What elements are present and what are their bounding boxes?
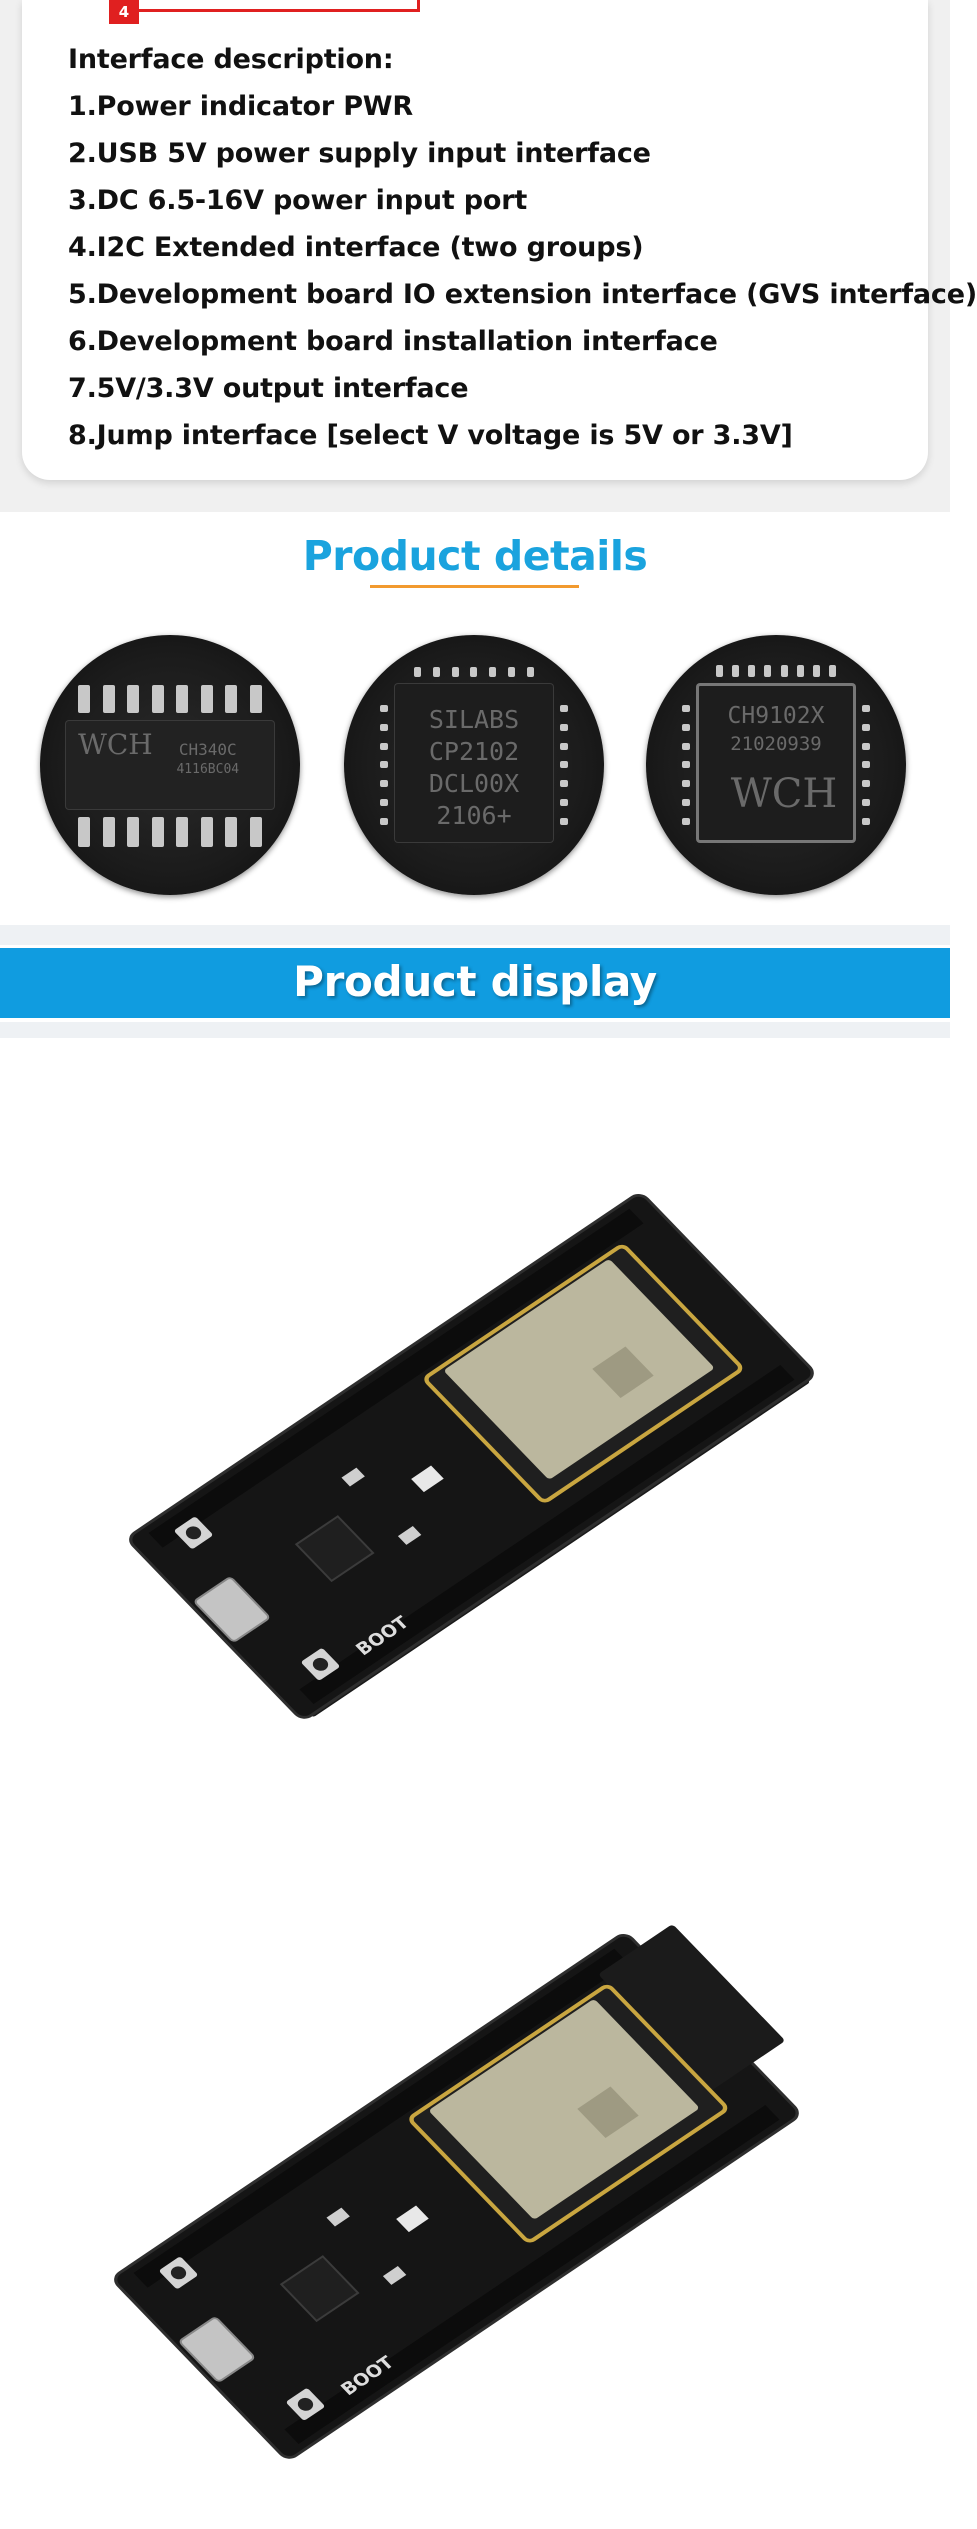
chip-marking-line: DCL00X — [428, 769, 520, 798]
list-item: 2.USB 5V power supply input interface — [68, 138, 651, 169]
section-divider — [0, 1022, 950, 1038]
chip-package: WCH CH340C 4116BC04 — [65, 720, 275, 810]
chip-pins-right — [560, 705, 568, 825]
chip-marking-line: CH9102X — [727, 703, 825, 729]
list-item: 8.Jump interface [select V voltage is 5V… — [68, 420, 793, 451]
list-item: 4.I2C Extended interface (two groups) — [68, 232, 644, 263]
product-display-banner — [0, 948, 950, 1018]
interface-list: Interface description: 1.Power indicator… — [68, 40, 977, 463]
product-photo-board-top: BOOT — [0, 1160, 950, 1780]
chip-marking-line: 4116BC04 — [176, 762, 240, 777]
list-item: 1.Power indicator PWR — [68, 91, 413, 122]
callout-badge: 4 — [109, 0, 139, 24]
chip-pins-left — [380, 705, 388, 825]
list-item: 7.5V/3.3V output interface — [68, 373, 469, 404]
chip-pins-top — [716, 665, 836, 677]
product-photo-board-angle: BOOT — [0, 1900, 950, 2520]
chip-package: SILABS CP2102 DCL00X 2106+ — [394, 683, 554, 843]
chip-marking-line: 2106+ — [436, 801, 512, 830]
chip-pins-bottom — [78, 817, 262, 847]
chip-marking-line: 21020939 — [730, 733, 822, 755]
chip-closeup-ch9102x: CH9102X 21020939 WCH — [646, 635, 906, 895]
chip-logo: WCH — [78, 728, 153, 761]
title-underline — [370, 585, 579, 588]
usb-connector — [179, 2317, 255, 2382]
list-item: 3.DC 6.5-16V power input port — [68, 185, 528, 216]
section-divider — [0, 925, 950, 945]
callout-bracket — [112, 0, 420, 12]
chip-pins-right — [862, 705, 870, 825]
chip-pins-top — [78, 685, 262, 713]
esp32-board-illustration: BOOT — [114, 1925, 799, 2459]
chip-closeup-cp2102: SILABS CP2102 DCL00X 2106+ — [344, 635, 604, 895]
pin-header-row-bottom — [284, 2105, 780, 2444]
chip-logo: WCH — [730, 771, 838, 817]
pin-header-row-top — [133, 1948, 629, 2288]
usb-connector — [194, 1577, 270, 1642]
pin-header-row-top — [148, 1208, 644, 1548]
chip-closeup-ch340c: WCH CH340C 4116BC04 — [40, 635, 300, 895]
pcb-board — [129, 1194, 814, 1719]
product-display-title: Product display — [293, 957, 657, 1006]
usb-uart-chip — [279, 2255, 360, 2323]
chip-marking-line: SILABS — [428, 705, 520, 734]
interface-title: Interface description: — [68, 44, 394, 75]
chip-marking-line: CP2102 — [428, 737, 520, 766]
module-shield — [445, 1260, 714, 1479]
list-item: 5.Development board IO extension interfa… — [68, 279, 977, 310]
product-details-title: Product details — [302, 532, 648, 580]
chip-pins-left — [682, 705, 690, 825]
chip-package: CH9102X 21020939 WCH — [696, 683, 856, 843]
usb-uart-chip — [294, 1515, 375, 1583]
antenna-overhang — [599, 1925, 784, 2090]
chip-marking-line: CH340C — [178, 740, 237, 759]
esp32-board-illustration: BOOT — [129, 1194, 814, 1719]
interface-description-card: 4 Interface description: 1.Power indicat… — [22, 0, 977, 480]
module-shield — [430, 2000, 699, 2219]
list-item: 6.Development board installation interfa… — [68, 326, 718, 357]
pin-header-row-bottom — [299, 1365, 795, 1704]
chip-pins-top — [414, 667, 534, 677]
